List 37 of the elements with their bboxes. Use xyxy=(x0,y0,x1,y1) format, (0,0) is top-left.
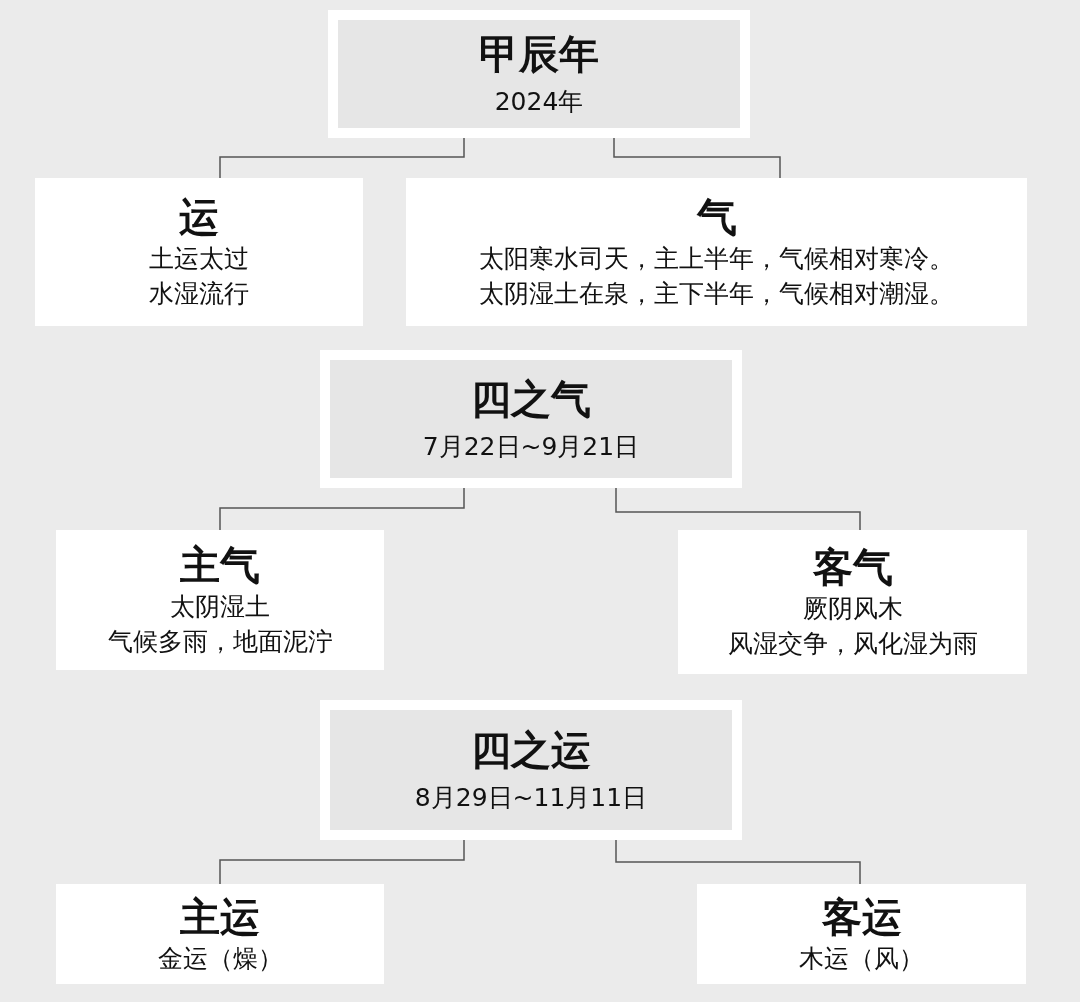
content-box xyxy=(56,884,384,984)
box-title: 主运 xyxy=(180,892,260,941)
heading-box xyxy=(328,10,750,138)
box-text: 水湿流行 xyxy=(149,278,249,310)
box-title: 客气 xyxy=(812,543,893,591)
content-box xyxy=(56,530,384,670)
connector-line xyxy=(219,487,465,531)
box-text: 太阴湿土在泉，主下半年，气候相对潮湿。 xyxy=(479,278,954,310)
content-box xyxy=(697,884,1026,984)
box-text: 2024年 xyxy=(494,85,584,118)
heading-box xyxy=(320,700,742,840)
connector-line xyxy=(615,487,861,531)
content-box xyxy=(406,178,1027,326)
connector-line xyxy=(219,839,465,885)
box-text: 厥阴风木 xyxy=(802,593,903,625)
box-title: 甲辰年 xyxy=(479,29,599,78)
box-title: 主气 xyxy=(180,541,260,589)
box-title: 四之运 xyxy=(471,725,591,774)
box-text: 7月22日~9月21日 xyxy=(422,430,640,463)
box-text: 土运太过 xyxy=(149,243,249,275)
box-text: 木运（风） xyxy=(799,942,924,975)
box-title: 四之气 xyxy=(471,374,591,423)
connector-line xyxy=(613,137,781,179)
box-title: 运 xyxy=(179,193,219,241)
heading-box xyxy=(320,350,742,488)
box-title: 气 xyxy=(696,193,737,241)
box-text: 风湿交争，风化湿为雨 xyxy=(727,628,978,660)
connector-line xyxy=(219,137,465,179)
connector-line xyxy=(615,839,861,885)
box-text: 太阳寒水司天，主上半年，气候相对寒冷。 xyxy=(479,243,954,275)
content-box xyxy=(678,530,1027,674)
box-text: 气候多雨，地面泥泞 xyxy=(107,626,333,658)
box-text: 8月29日~11月11日 xyxy=(414,781,648,814)
box-text: 金运（燥） xyxy=(157,942,283,975)
content-box xyxy=(35,178,363,326)
box-title: 客运 xyxy=(821,892,902,941)
box-text: 太阴湿土 xyxy=(170,591,270,623)
